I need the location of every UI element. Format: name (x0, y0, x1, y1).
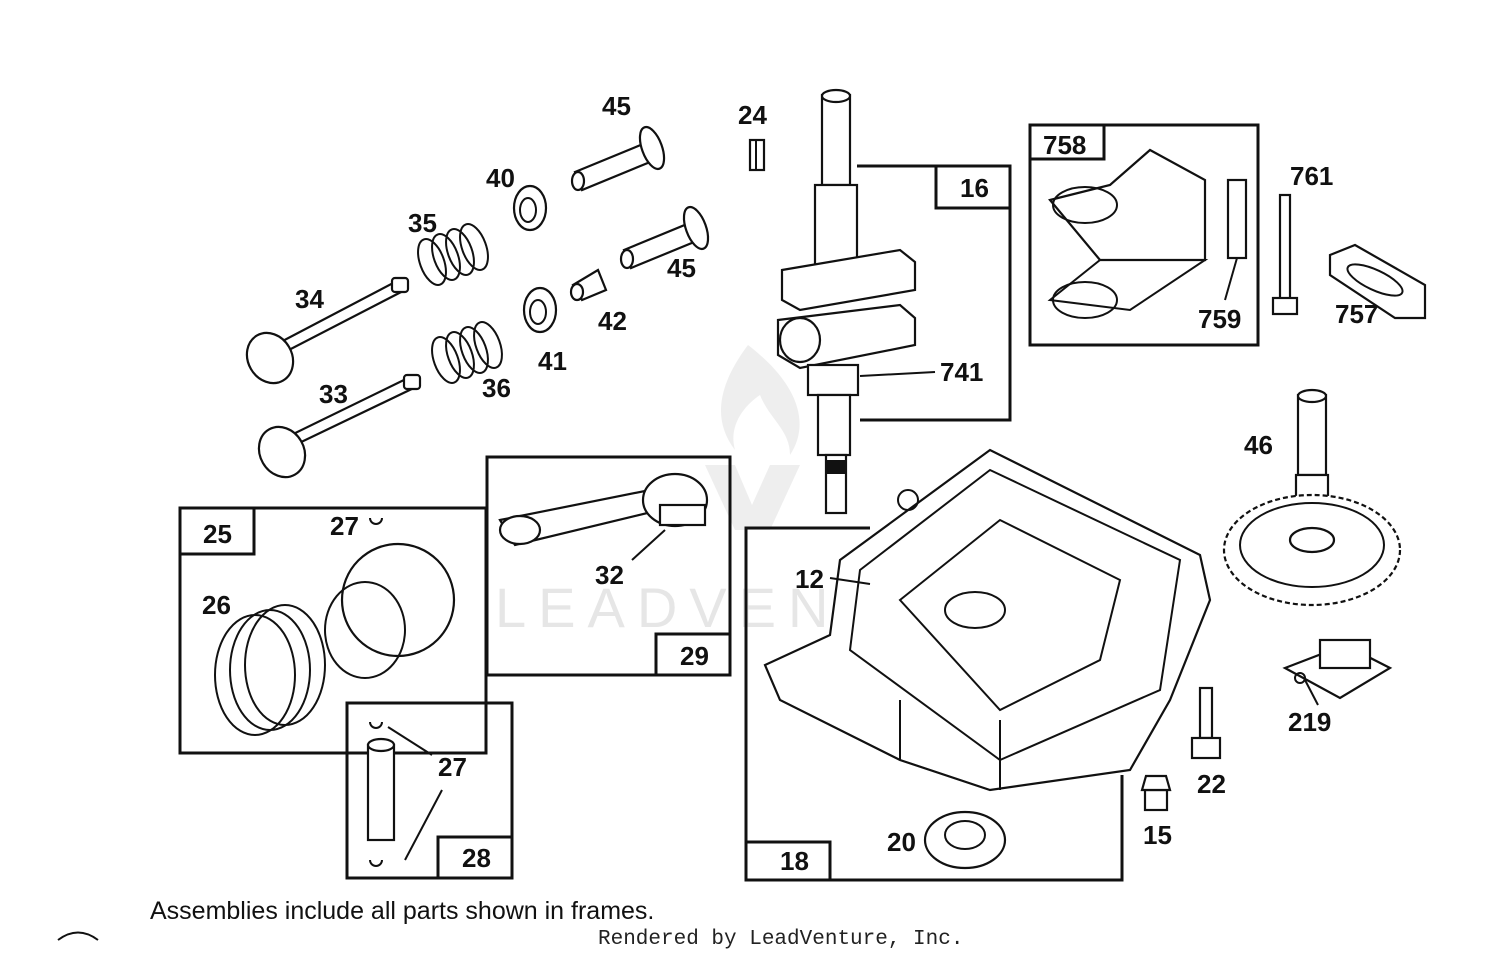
label-741: 741 (940, 357, 983, 387)
label-36: 36 (482, 373, 511, 403)
oil-seal-20 (923, 810, 1007, 870)
label-761: 761 (1290, 161, 1333, 191)
label-20: 20 (887, 827, 916, 857)
tappet-45-upper (570, 125, 666, 192)
corner-mark (57, 931, 99, 941)
valve-34 (245, 276, 410, 385)
label-24: 24 (738, 100, 767, 130)
label-32: 32 (595, 560, 624, 590)
frame-18-label: 18 (780, 846, 809, 876)
clip-27-bottom-icon (369, 859, 383, 867)
render-credit: Rendered by LeadVenture, Inc. (598, 928, 964, 951)
frame-25-label: 25 (203, 519, 232, 549)
frame-28-label: 28 (462, 843, 491, 873)
label-26: 26 (202, 590, 231, 620)
crankshaft-741 (776, 88, 917, 515)
piston-pin-28 (366, 743, 396, 842)
bolt-22 (1190, 686, 1222, 760)
governor-219 (1282, 638, 1393, 700)
label-46: 46 (1244, 430, 1273, 460)
label-34: 34 (295, 284, 324, 314)
retainer-41 (522, 286, 558, 334)
spring-36 (431, 321, 503, 384)
label-42: 42 (598, 306, 627, 336)
connecting-rod-32 (498, 472, 709, 547)
piston-25 (324, 542, 456, 679)
frame-758: 758 (1028, 123, 1260, 347)
frame-29: 29 (485, 455, 732, 677)
clip-27-icon (369, 517, 383, 525)
label-27-upper: 27 (330, 511, 359, 541)
frame-16: 16 (857, 164, 1012, 422)
label-33: 33 (319, 379, 348, 409)
spring-35 (417, 223, 489, 286)
label-759: 759 (1198, 304, 1241, 334)
frame-28: 28 (345, 701, 514, 880)
clip-27-top-icon (369, 721, 383, 729)
rings-26 (214, 604, 326, 736)
frame-29-label: 29 (680, 641, 709, 671)
label-757: 757 (1335, 299, 1378, 329)
sump-12 (763, 448, 1212, 792)
label-15: 15 (1143, 820, 1172, 850)
camshaft-46 (1222, 388, 1402, 607)
frame-16-label: 16 (960, 173, 989, 203)
label-45-upper: 45 (602, 91, 631, 121)
tappet-45-lower (619, 205, 710, 270)
retainer-40 (512, 184, 548, 232)
label-35: 35 (408, 208, 437, 238)
label-45-lower: 45 (667, 253, 696, 283)
oil-slinger-758 (1048, 148, 1207, 262)
label-12: 12 (795, 564, 824, 594)
label-40: 40 (486, 163, 515, 193)
frame-25: 25 (178, 506, 488, 755)
valve-33 (257, 373, 422, 479)
label-219: 219 (1288, 707, 1331, 737)
bolt-761 (1271, 193, 1299, 316)
frame-18: 18 (744, 526, 1124, 882)
rocker-757 (1328, 243, 1427, 320)
pin-759 (1226, 178, 1248, 260)
label-27-lower: 27 (438, 752, 467, 782)
frame-758-label: 758 (1043, 130, 1086, 160)
watermark-logo (705, 345, 800, 530)
drain-plug-15 (1140, 774, 1172, 812)
assemblies-note: Assemblies include all parts shown in fr… (150, 897, 655, 925)
keeper-42 (569, 268, 608, 302)
key-24 (748, 138, 766, 172)
label-22: 22 (1197, 769, 1226, 799)
label-41: 41 (538, 346, 567, 376)
